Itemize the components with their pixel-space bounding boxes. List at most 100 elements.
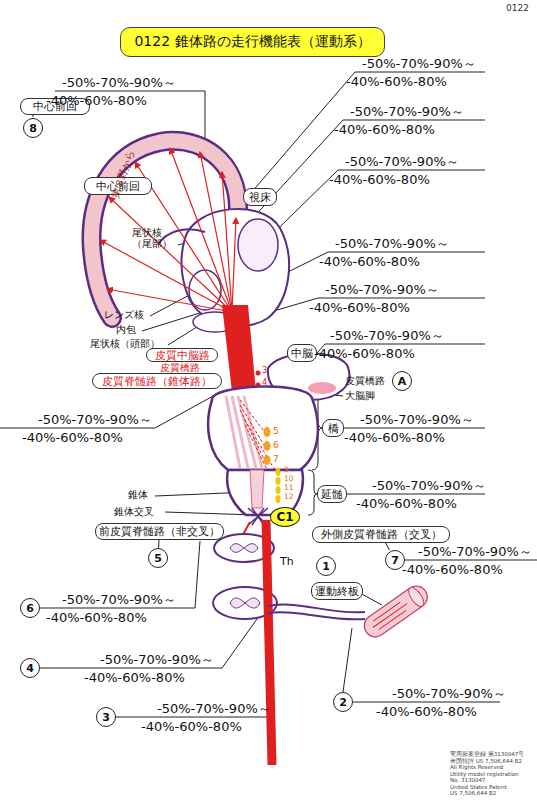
medullary-nuclei (276, 468, 281, 503)
node-text: 4 (26, 663, 34, 674)
scale-line (344, 428, 485, 429)
scale-text: -40%-60%-80% (356, 497, 457, 510)
part-label: 0122 (506, 4, 529, 13)
copyright-text: 実用新案登録 第3130047号 (450, 752, 524, 758)
motor-nerve (268, 612, 365, 619)
part-label: 10 (284, 475, 294, 483)
scale-line (232, 72, 485, 215)
nucleus (276, 477, 281, 485)
thalamus (238, 219, 278, 271)
part-label: 12 (284, 493, 294, 501)
precentral-gyrus-outline (92, 141, 239, 318)
scale-text: -50%-70%-90%～ (62, 76, 176, 89)
muscle-body (360, 582, 432, 641)
connector (386, 543, 390, 550)
radiation-fibers (100, 148, 236, 312)
scale-text: -50%-70%-90%～ (62, 593, 176, 606)
node-text: C1 (276, 511, 293, 523)
scale-text: -50%-70%-90%～ (362, 57, 476, 70)
copyright-text: Utility model registration (450, 772, 519, 778)
part-label: 6 (273, 441, 279, 450)
scale-line (250, 298, 485, 318)
scale-line (116, 660, 272, 717)
scale-text: -40%-60%-80% (46, 611, 147, 624)
fiber (107, 289, 232, 312)
motor-nerve (268, 605, 365, 613)
scale-text: -40%-60%-80% (376, 705, 477, 718)
callout-circle: 5 (148, 548, 168, 568)
node-text: 2 (339, 697, 347, 708)
cerebral-peduncle (308, 382, 336, 394)
grey-matter (230, 598, 260, 608)
callout-circle: C1 (270, 507, 300, 527)
node-text: A (398, 376, 407, 387)
node-text: 皮質脊髄路（錐体路） (102, 376, 212, 387)
scale-line (347, 494, 485, 495)
callout-circle: 6 (20, 598, 40, 618)
label-box: 運動終板 (311, 582, 363, 600)
leader-line (343, 628, 352, 692)
node-text: 8 (29, 123, 37, 134)
label-box: 外側皮質脊髄路（交叉） (312, 526, 450, 543)
scale-line (405, 560, 537, 561)
label-box: 皮質中脳路 (146, 348, 218, 362)
node-text: 皮質中脳路 (155, 350, 210, 361)
pyramid (250, 470, 264, 508)
scale-text: -40%-60%-80% (334, 123, 435, 136)
node-text: 1 (322, 561, 330, 572)
label-box: 中脳 (287, 344, 317, 362)
scale-text: -40%-60%-80% (46, 94, 147, 107)
title-text: 0122 錐体路の走行機能表（運動系） (134, 33, 370, 51)
part-label: 7 (273, 455, 279, 464)
part-label: レンズ核 (104, 310, 144, 320)
scale-text: -50%-70%-90%～ (350, 105, 464, 118)
scale-text: -50%-70%-90%～ (360, 413, 474, 426)
callout-circle: 8 (23, 118, 43, 138)
part-label: 4 (262, 379, 267, 387)
scale-text: -50%-70%-90%～ (157, 702, 271, 715)
copyright-text: No. 3130047 (450, 778, 485, 784)
nucleus (264, 455, 271, 465)
scale-text: -40%-60%-80% (22, 431, 123, 444)
node-text: 7 (391, 555, 399, 566)
scale-line (240, 120, 485, 232)
label-box: 延髄 (317, 485, 347, 503)
nucleus (264, 427, 271, 437)
callout-circle: 2 (333, 692, 353, 712)
muscle-end (406, 585, 427, 609)
scale-text: -50%-70%-90%～ (325, 283, 439, 296)
callout-circle: 4 (20, 658, 40, 678)
scale-text: -40%-60%-80% (309, 301, 410, 314)
pons (208, 386, 318, 470)
internal-capsule-tract (222, 305, 256, 392)
part-label: 尾状核（頭部） (90, 339, 160, 349)
label-box: 前皮質脊髄路（非交叉） (95, 523, 224, 540)
nucleus (264, 441, 271, 451)
part-label: 3 (262, 367, 267, 375)
fiber (244, 396, 262, 468)
node-text: 5 (154, 553, 162, 564)
connector (158, 540, 159, 548)
scale-line (40, 612, 262, 668)
scale-text: -50%-70%-90%～ (418, 545, 532, 558)
node-text: 運動終板 (315, 586, 359, 597)
label-box: 橋 (322, 419, 344, 437)
bracket (308, 470, 317, 515)
part-label: 錐体 (128, 490, 148, 500)
part-label: 皮質橋路 (345, 376, 385, 386)
precentral-gyrus (92, 141, 239, 318)
nucleus-dot (256, 371, 261, 376)
label-box: 皮質脊髄路（錐体路） (92, 373, 222, 389)
part-label: 内包 (116, 325, 136, 335)
grey-matter (230, 544, 258, 553)
part-label: 尾状核 （尾部） (132, 228, 178, 250)
scale-text: -40%-60%-80% (402, 563, 503, 576)
part-label: 大脳脚 (345, 391, 375, 401)
node-text: 視床 (249, 192, 271, 203)
part-label: Th (280, 556, 294, 567)
node-text: 3 (102, 712, 110, 723)
callout-circle: A (392, 371, 412, 391)
callout-circle: 1 (316, 556, 336, 576)
